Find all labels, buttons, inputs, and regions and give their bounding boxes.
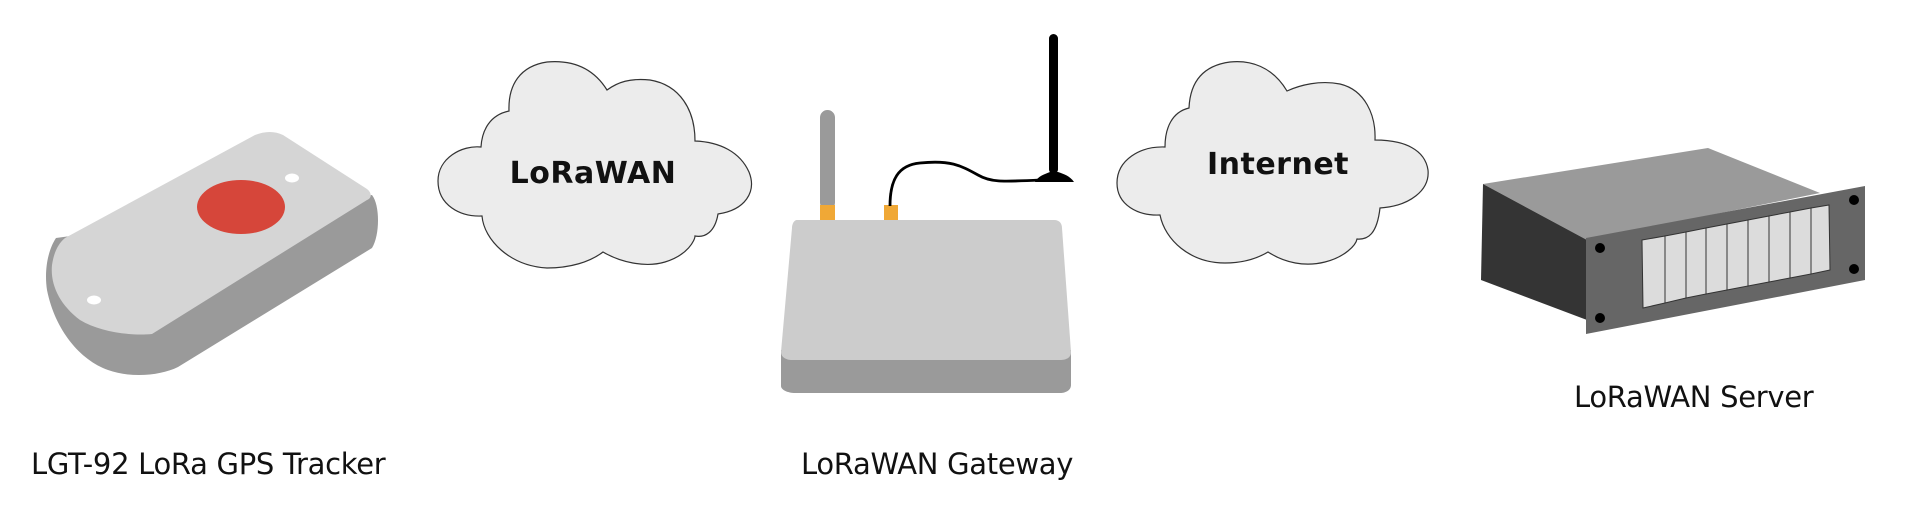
server-screw (1849, 195, 1859, 205)
drive-bay (1685, 227, 1707, 299)
drive-bay (1747, 215, 1770, 287)
drive-bay (1810, 204, 1831, 275)
server-rack-icon (1481, 148, 1865, 334)
drive-bay (1726, 219, 1749, 291)
gateway-antenna-left-connector (820, 205, 835, 220)
tracker-led-bottom (87, 295, 101, 305)
gateway-antenna-external (1049, 34, 1058, 174)
cloud-shape (1116, 61, 1429, 265)
drive-bay (1705, 223, 1728, 295)
drive-bay (1789, 207, 1812, 279)
drive-bay (1768, 211, 1791, 283)
gateway-antenna-left (820, 110, 835, 210)
server-drive-bays (1641, 204, 1831, 309)
lorawan-cloud-icon: LoRaWAN (437, 61, 753, 269)
tracker-button (197, 180, 285, 234)
server-screw (1849, 264, 1859, 274)
server-screw (1595, 313, 1605, 323)
drive-bay (1664, 231, 1687, 304)
cloud-label-internet: Internet (1207, 147, 1349, 182)
gateway-antenna-base (1035, 172, 1074, 182)
server-top-face (1483, 148, 1820, 240)
server-label: LoRaWAN Server (1574, 380, 1814, 414)
cloud-label-lorawan: LoRaWAN (510, 156, 677, 191)
gateway-label: LoRaWAN Gateway (801, 447, 1074, 481)
gateway-body-base (781, 350, 1071, 393)
gateway-cable-connector (884, 205, 898, 220)
tracker-top-face (51, 132, 371, 335)
gateway-body (781, 220, 1071, 360)
internet-cloud-icon: Internet (1116, 61, 1429, 265)
gps-tracker-icon (46, 132, 378, 376)
tracker-label: LGT-92 LoRa GPS Tracker (31, 447, 386, 481)
gateway-antenna-cable (888, 160, 1041, 207)
cloud-shape (437, 61, 753, 269)
server-screw (1595, 243, 1605, 253)
server-side-face (1481, 184, 1587, 320)
drive-bay (1641, 235, 1666, 309)
tracker-led-top (285, 173, 299, 183)
gateway-icon (781, 34, 1074, 393)
